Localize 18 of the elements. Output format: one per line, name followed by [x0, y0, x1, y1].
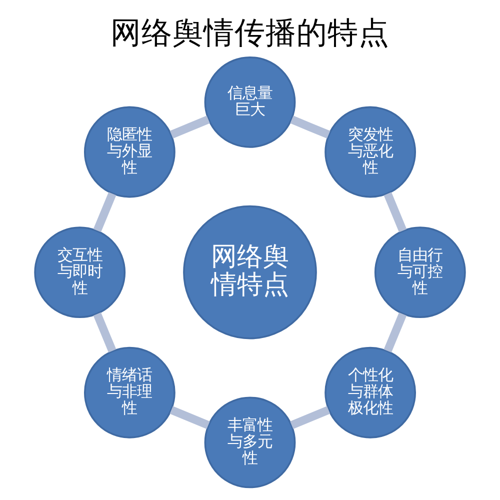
node-circle: 隐匿性与外显性 [84, 106, 176, 198]
connector [170, 406, 210, 428]
node-circle: 情绪话与非理性 [84, 346, 176, 438]
node-circle: 网络舆情特点 [183, 204, 317, 339]
diagram-title: 网络舆情传播的特点 [110, 15, 390, 50]
connector [93, 312, 116, 352]
node-circle: 交互性与即时性 [34, 226, 126, 318]
node-circle: 突发性与恶化性 [324, 106, 416, 198]
node-circle: 丰富性与多元性 [204, 396, 296, 488]
connector [93, 192, 116, 232]
connector [290, 115, 330, 138]
node-circle: 个性化与群体极化性 [324, 346, 416, 438]
node-circle: 自由行与可控性 [374, 226, 466, 318]
connector [290, 406, 330, 429]
connector [384, 312, 407, 352]
node-circle: 信息量巨大 [204, 56, 296, 148]
connector [170, 115, 210, 138]
connector [384, 192, 407, 232]
